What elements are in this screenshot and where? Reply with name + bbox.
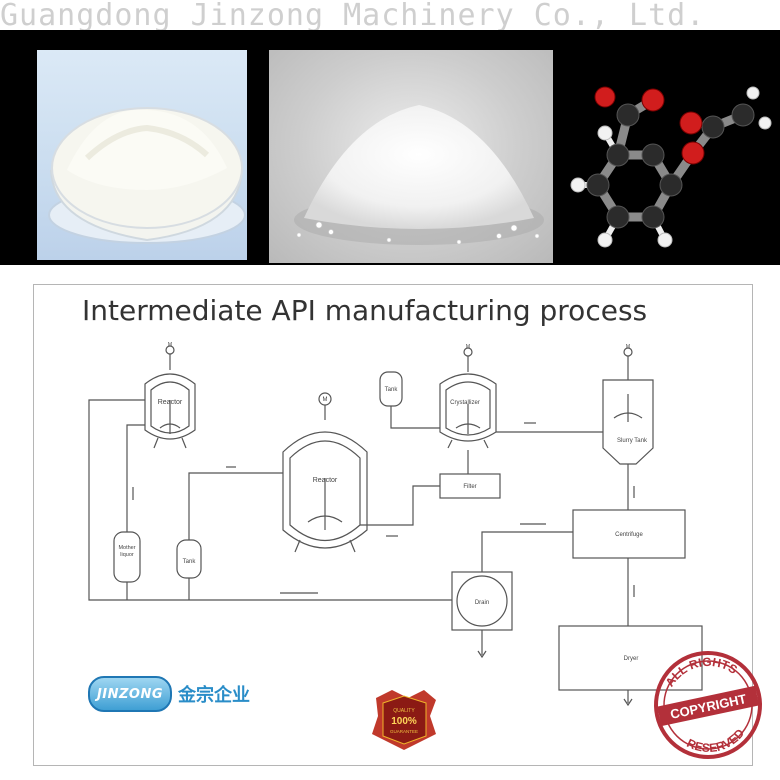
reactor-small-label: Reactor [158,399,183,406]
centrifuge-label: Centrifuge [615,532,643,538]
dryer-label: Dryer [624,656,639,662]
brand-chinese-name: 金宗企业 [178,685,250,706]
motor-reactor-small [165,345,175,355]
crystal-pile-illustration [294,105,544,245]
company-watermark: Guangdong Jinzong Machinery Co., Ltd. [0,0,706,33]
mother-liquor-label-wrap: Mother liquor [118,545,136,558]
flow-direction-marks [132,422,635,597]
slurry-tank-vessel [602,356,654,465]
tank-top-vessel [379,371,403,416]
badge-line1: QUALITY [393,708,415,714]
motor-crystallizer [463,347,473,357]
drain-label: Drain [475,600,489,606]
molecule-model-photo [553,45,780,260]
motor-label-3: M [466,344,470,350]
filter-label: Filter [463,484,476,490]
stamp-center-text: COPYRIGHT [669,691,748,722]
dryer-outlet-arrow [623,698,633,707]
crystallizer-vessel [439,356,497,449]
copyright-stamp: ALL RIGHTS RESERVED COPYRIGHT [654,648,762,761]
motor-slurry-tank [623,347,633,357]
reactor-main-label: Reactor [313,477,338,484]
crystallizer-label: Crystallizer [450,400,480,406]
reactor-small-vessel [144,354,196,449]
diagram-title: Intermediate API manufacturing process [82,294,648,327]
mother-liquor-label: Mother liquor [118,545,136,558]
tank-mid-label: Tank [183,559,197,565]
centrifuge-unit [572,509,686,559]
motor-label-1: M [168,342,172,348]
quality-guarantee-badge: QUALITY 100% GUARANTEE [372,690,436,750]
motor-label-4: M [626,344,630,350]
badge-line2: 100% [391,716,417,727]
slurry-tank-label: Slurry Tank [617,438,648,444]
piping-lines [88,399,629,703]
motor-reactor-main [318,392,332,406]
jinzong-brand-logo: JINZONG 金宗企业 [88,676,250,712]
badge-line3: GUARANTEE [390,729,418,734]
motor-label-2: M [323,397,328,403]
crystals-photo [269,50,553,263]
powder-dish-photo [37,50,247,260]
tank-top-label: Tank [385,387,399,393]
brand-logo-pill: JINZONG [88,676,172,712]
dryer-unit [558,625,703,691]
aspirin-molecule-illustration [570,86,772,248]
powder-dish-illustration [48,107,246,244]
drain-outlet-arrow [477,650,487,659]
